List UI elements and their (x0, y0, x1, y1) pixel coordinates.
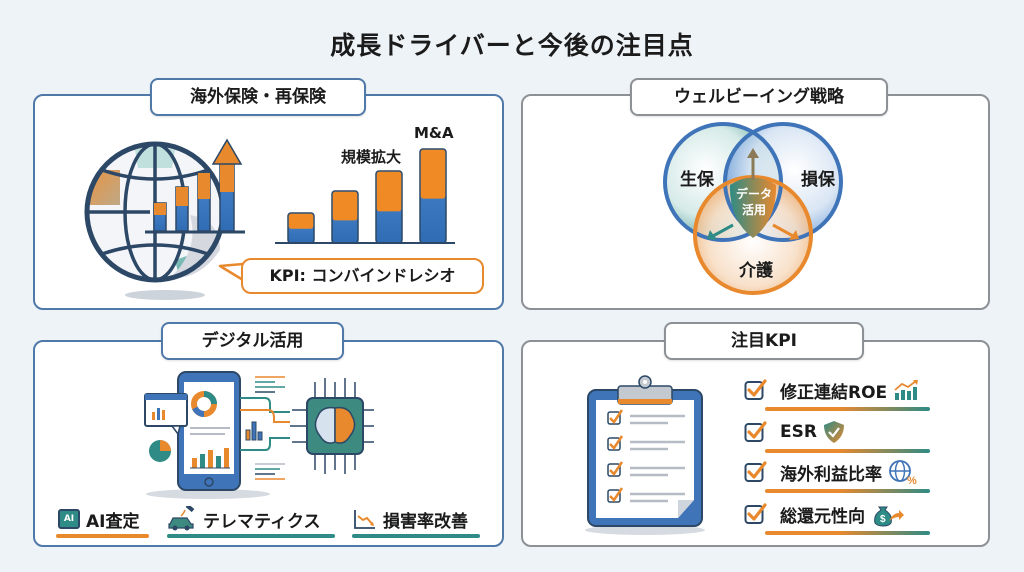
clipboard-checklist-icon (585, 375, 705, 535)
panel-header-overseas: 海外保険・再保険 (150, 78, 366, 116)
feature-telematics: テレマティクス (167, 505, 320, 533)
growth-bar-top-4 (420, 149, 446, 199)
venn-label-nonlife: 損保 (801, 170, 835, 190)
kpi-item-label: 海外利益比率 (780, 464, 882, 485)
feature-label-loss-ratio: 損害率改善 (383, 511, 468, 532)
pie-chart-icon (149, 440, 171, 462)
panel-header-digital: デジタル活用 (161, 322, 344, 360)
kpi-underline (765, 449, 930, 453)
feature-underline-telematics (167, 534, 335, 538)
globe-percent-icon: % (888, 459, 918, 485)
money-bag-icon: $ (871, 501, 905, 527)
kpi-underline (765, 407, 930, 411)
wellbeing-venn-diagram (663, 122, 843, 295)
feature-loss-ratio: 損害率改善 (353, 505, 468, 533)
clipboard-checkbox-2 (607, 437, 621, 451)
feature-ai-assessment: AI AI査定 (58, 505, 139, 533)
globe-growth-illustration (84, 138, 245, 300)
kpi-item: 総還元性向 $ (744, 500, 905, 528)
kpi-item: 修正連結ROE (744, 376, 919, 404)
bar-label-scale-expansion: 規模拡大 (341, 148, 402, 166)
feature-underline-loss-ratio (352, 534, 480, 538)
data-lines-icon (255, 376, 285, 480)
kpi-combined-ratio-bubble: KPI: コンバインドレシオ (241, 258, 484, 294)
clipboard-checkbox-1 (607, 411, 621, 425)
clipboard-checkmark-4 (609, 487, 624, 502)
venn-label-life: 生保 (680, 170, 714, 190)
clipboard-checkmark-1 (609, 409, 624, 424)
page-title: 成長ドライバーと今後の注目点 (330, 31, 694, 60)
venn-center-line2: 活用 (741, 203, 766, 217)
feature-underline-ai (56, 534, 149, 538)
kpi-item: 海外利益比率% (744, 458, 918, 486)
venn-center-label: データ 活用 (728, 186, 780, 218)
clipboard-checkbox-3 (607, 463, 621, 477)
dashboard-window-icon (144, 393, 188, 436)
panel-header-wellbeing: ウェルビーイング戦略 (630, 78, 888, 116)
clipboard-checkmark-3 (609, 461, 624, 476)
growth-arrow-icon (211, 138, 243, 232)
growth-bar-chart (275, 148, 455, 244)
smartphone-icon (177, 371, 241, 491)
feature-label-telematics: テレマティクス (203, 511, 321, 532)
declining-chart-icon (354, 510, 375, 529)
svg-text:%: % (907, 475, 917, 485)
car-satellite-icon (168, 506, 195, 531)
checkbox-checked-icon (744, 379, 767, 400)
panel-digital-utilization (33, 340, 504, 547)
mini-bar-icon (245, 421, 263, 441)
clipboard-checkbox-4 (607, 489, 621, 503)
svg-text:$: $ (880, 514, 886, 525)
checkbox-checked-icon (744, 503, 767, 524)
kpi-underline (765, 531, 930, 535)
growth-bar-top-1 (288, 213, 314, 229)
kpi-item: ESR (744, 418, 845, 446)
growth-chart-icon (893, 379, 919, 401)
panel-header-kpi: 注目KPI (664, 322, 864, 360)
checkbox-checked-icon (744, 461, 767, 482)
ai-brain-chip-icon (290, 378, 374, 474)
growth-bar-top-2 (332, 191, 358, 221)
clipboard-checkmark-2 (609, 435, 624, 450)
speech-bubble-tail (218, 262, 244, 282)
venn-label-care: 介護 (739, 261, 773, 281)
shield-check-icon (823, 420, 845, 444)
globe-shadow (125, 290, 205, 300)
kpi-item-label: 修正連結ROE (780, 382, 888, 403)
growth-bar-top-3 (376, 171, 402, 212)
data-flow-arrows (707, 148, 799, 240)
bar-label-m-and-a: M&A (414, 124, 454, 142)
kpi-item-label: 総還元性向 (780, 506, 865, 527)
feature-label-ai-assessment: AI査定 (86, 511, 140, 532)
circuit-connections (240, 397, 290, 451)
venn-center-line1: データ (735, 187, 772, 201)
ai-chip-icon: AI (58, 509, 80, 529)
digital-illustration (144, 371, 374, 499)
phone-shadow (146, 489, 270, 499)
kpi-underline (765, 489, 930, 493)
kpi-item-label: ESR (780, 422, 817, 442)
stacked-bar-chart-icon (145, 172, 245, 234)
checkbox-checked-icon (744, 421, 767, 442)
